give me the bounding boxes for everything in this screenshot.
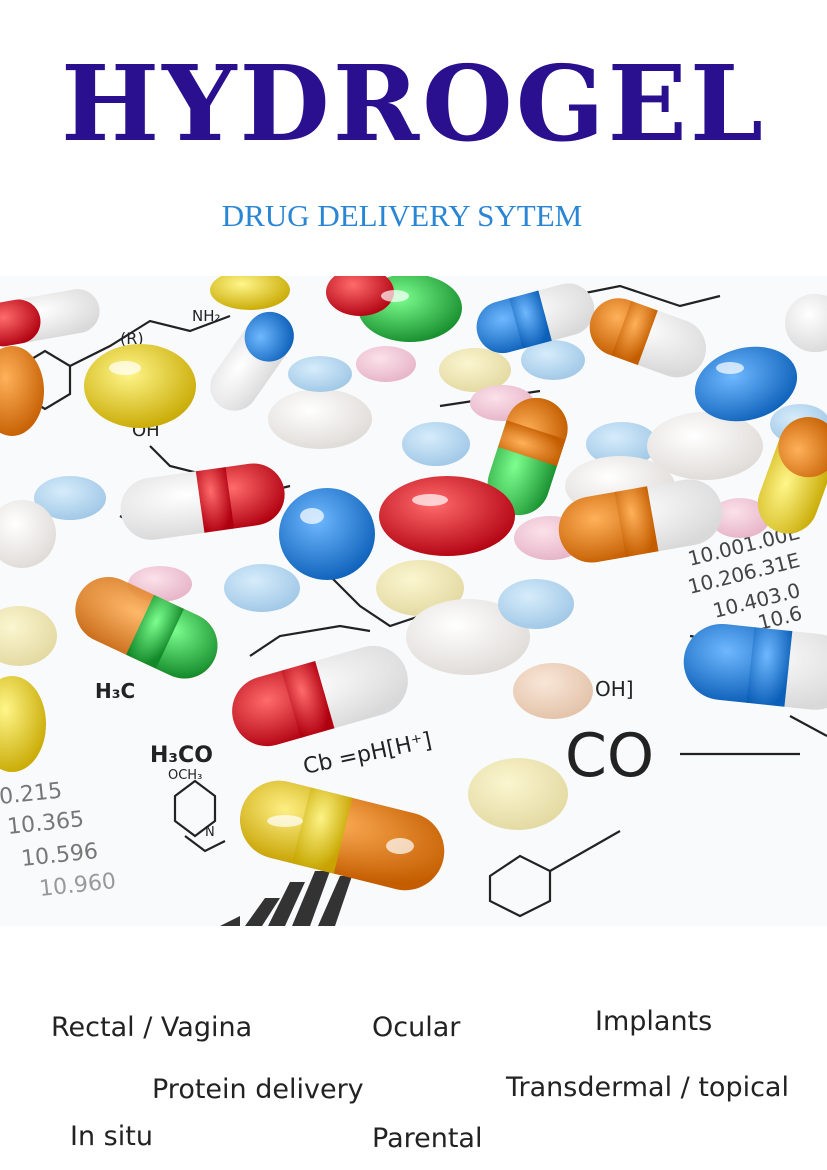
formula-text: H₃C bbox=[95, 679, 135, 703]
route-ocular: Ocular bbox=[372, 1012, 461, 1043]
formula-text: N bbox=[205, 825, 215, 840]
formula-text: H₃CO bbox=[150, 743, 213, 768]
pills-illustration: OH (R) NH₂ H₃C H₃CO OCH₃ N Cb =pH[H⁺] CO… bbox=[0, 276, 827, 926]
formula-text: (R) bbox=[120, 329, 144, 348]
route-implants: Implants bbox=[595, 1006, 713, 1037]
page-title: HYDROGEL bbox=[61, 42, 766, 165]
route-in-situ: In situ bbox=[70, 1121, 153, 1152]
route-parental: Parental bbox=[372, 1123, 483, 1154]
route-protein-delivery: Protein delivery bbox=[152, 1074, 364, 1105]
formula-text: OCH₃ bbox=[168, 768, 202, 783]
formula-text: NH₂ bbox=[192, 307, 221, 325]
route-transdermal-topical: Transdermal / topical bbox=[506, 1072, 789, 1103]
bar-graphic bbox=[220, 871, 352, 926]
route-rectal-vagina: Rectal / Vagina bbox=[51, 1012, 253, 1043]
formula-text: OH] bbox=[595, 677, 634, 701]
formula-text: CO bbox=[565, 721, 654, 791]
page-subtitle: DRUG DELIVERY SYTEM bbox=[221, 198, 583, 233]
chemical-structure-lines bbox=[18, 284, 827, 918]
capsules bbox=[0, 283, 827, 891]
